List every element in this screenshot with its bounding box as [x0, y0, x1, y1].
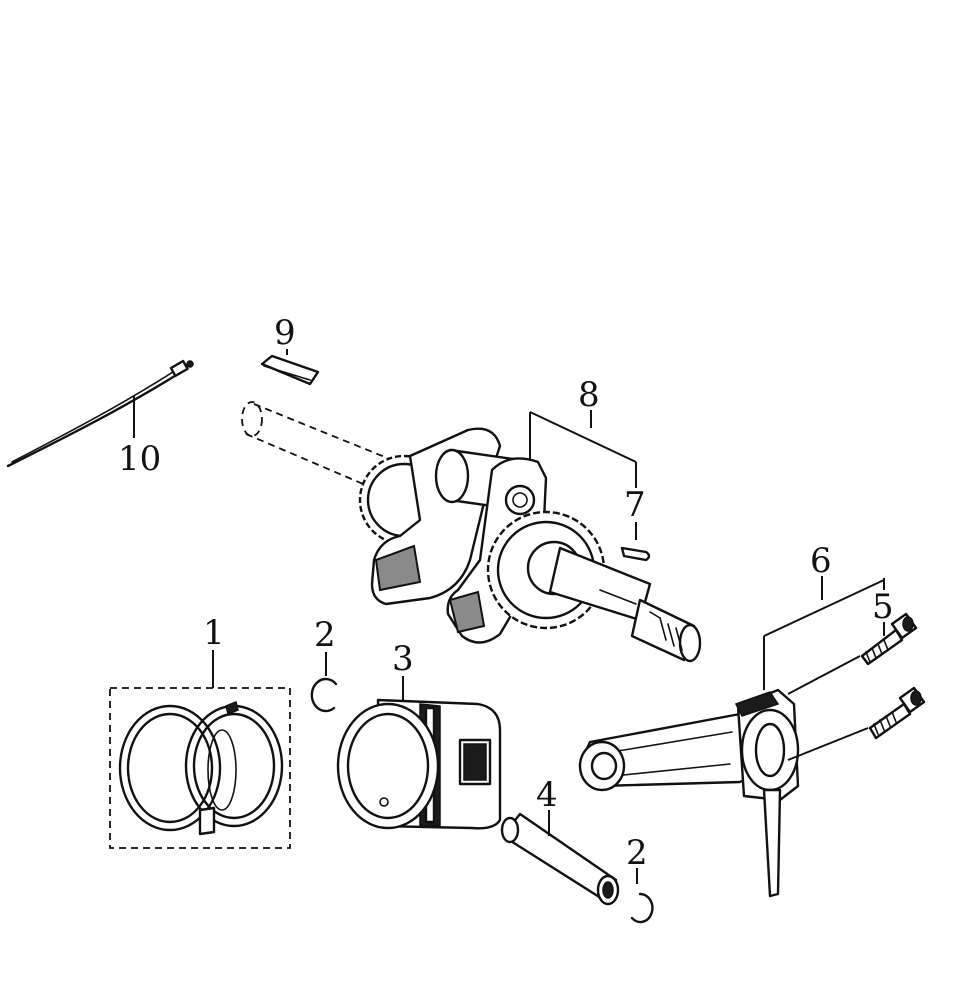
piston-pin-icon: [500, 812, 620, 906]
circlip-icon: [630, 892, 654, 924]
key-icon: [260, 354, 320, 386]
crankshaft-icon: [241, 401, 702, 663]
bolt-icon: [868, 686, 926, 740]
piston-ring-set-icon: [109, 687, 291, 849]
bolt-icon: [860, 612, 918, 666]
callout-4: 4: [536, 775, 558, 815]
wire-icon: [6, 359, 194, 468]
leader-5: [787, 622, 885, 761]
callout-3: 3: [392, 639, 414, 679]
callout-9: 9: [274, 313, 296, 353]
circlip-icon: [310, 677, 338, 713]
callout-2b: 2: [626, 833, 648, 873]
piston-icon: [336, 698, 502, 830]
callout-7: 7: [624, 485, 646, 525]
callout-2a: 2: [314, 615, 336, 655]
leader-8: [529, 410, 637, 488]
leader-6: [763, 576, 885, 690]
woodruff-key-icon: [620, 546, 651, 562]
callout-6: 6: [810, 541, 832, 581]
callout-5: 5: [872, 587, 894, 627]
connecting-rod-icon: [578, 688, 800, 898]
callout-8: 8: [578, 375, 600, 415]
callout-10: 10: [118, 439, 161, 479]
callout-1: 1: [203, 613, 225, 653]
